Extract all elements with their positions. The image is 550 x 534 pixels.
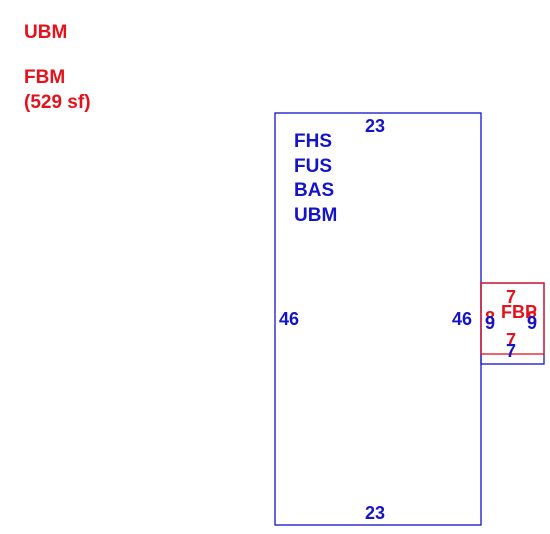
main-dim-bottom: 23 bbox=[365, 503, 386, 523]
side-blue-dim-left: 9 bbox=[485, 313, 496, 333]
side-red-dim-right: 8 bbox=[527, 308, 538, 328]
main-dim-top: 23 bbox=[365, 116, 386, 136]
legend-area-value: (529 sf) bbox=[24, 92, 91, 113]
main-area-code-1: FHS bbox=[294, 131, 332, 152]
side-red-dim-left: 8 bbox=[485, 308, 496, 328]
side-area-code: FBP bbox=[501, 302, 537, 322]
side-area-red-outline bbox=[480, 282, 545, 355]
main-dim-right: 46 bbox=[452, 309, 473, 329]
legend-top-label: UBM bbox=[24, 22, 68, 43]
side-red-dim-bottom: 7 bbox=[506, 330, 517, 350]
legend-area-name: FBM bbox=[24, 67, 66, 88]
main-area-code-2: FUS bbox=[294, 156, 332, 177]
side-blue-dim-right: 9 bbox=[527, 313, 538, 333]
side-red-dim-top: 7 bbox=[506, 287, 517, 307]
main-area-code-4: UBM bbox=[294, 205, 338, 226]
main-dim-left: 46 bbox=[279, 309, 300, 329]
main-area-code-3: BAS bbox=[294, 180, 335, 201]
side-blue-dim-bottom: 7 bbox=[506, 341, 517, 361]
